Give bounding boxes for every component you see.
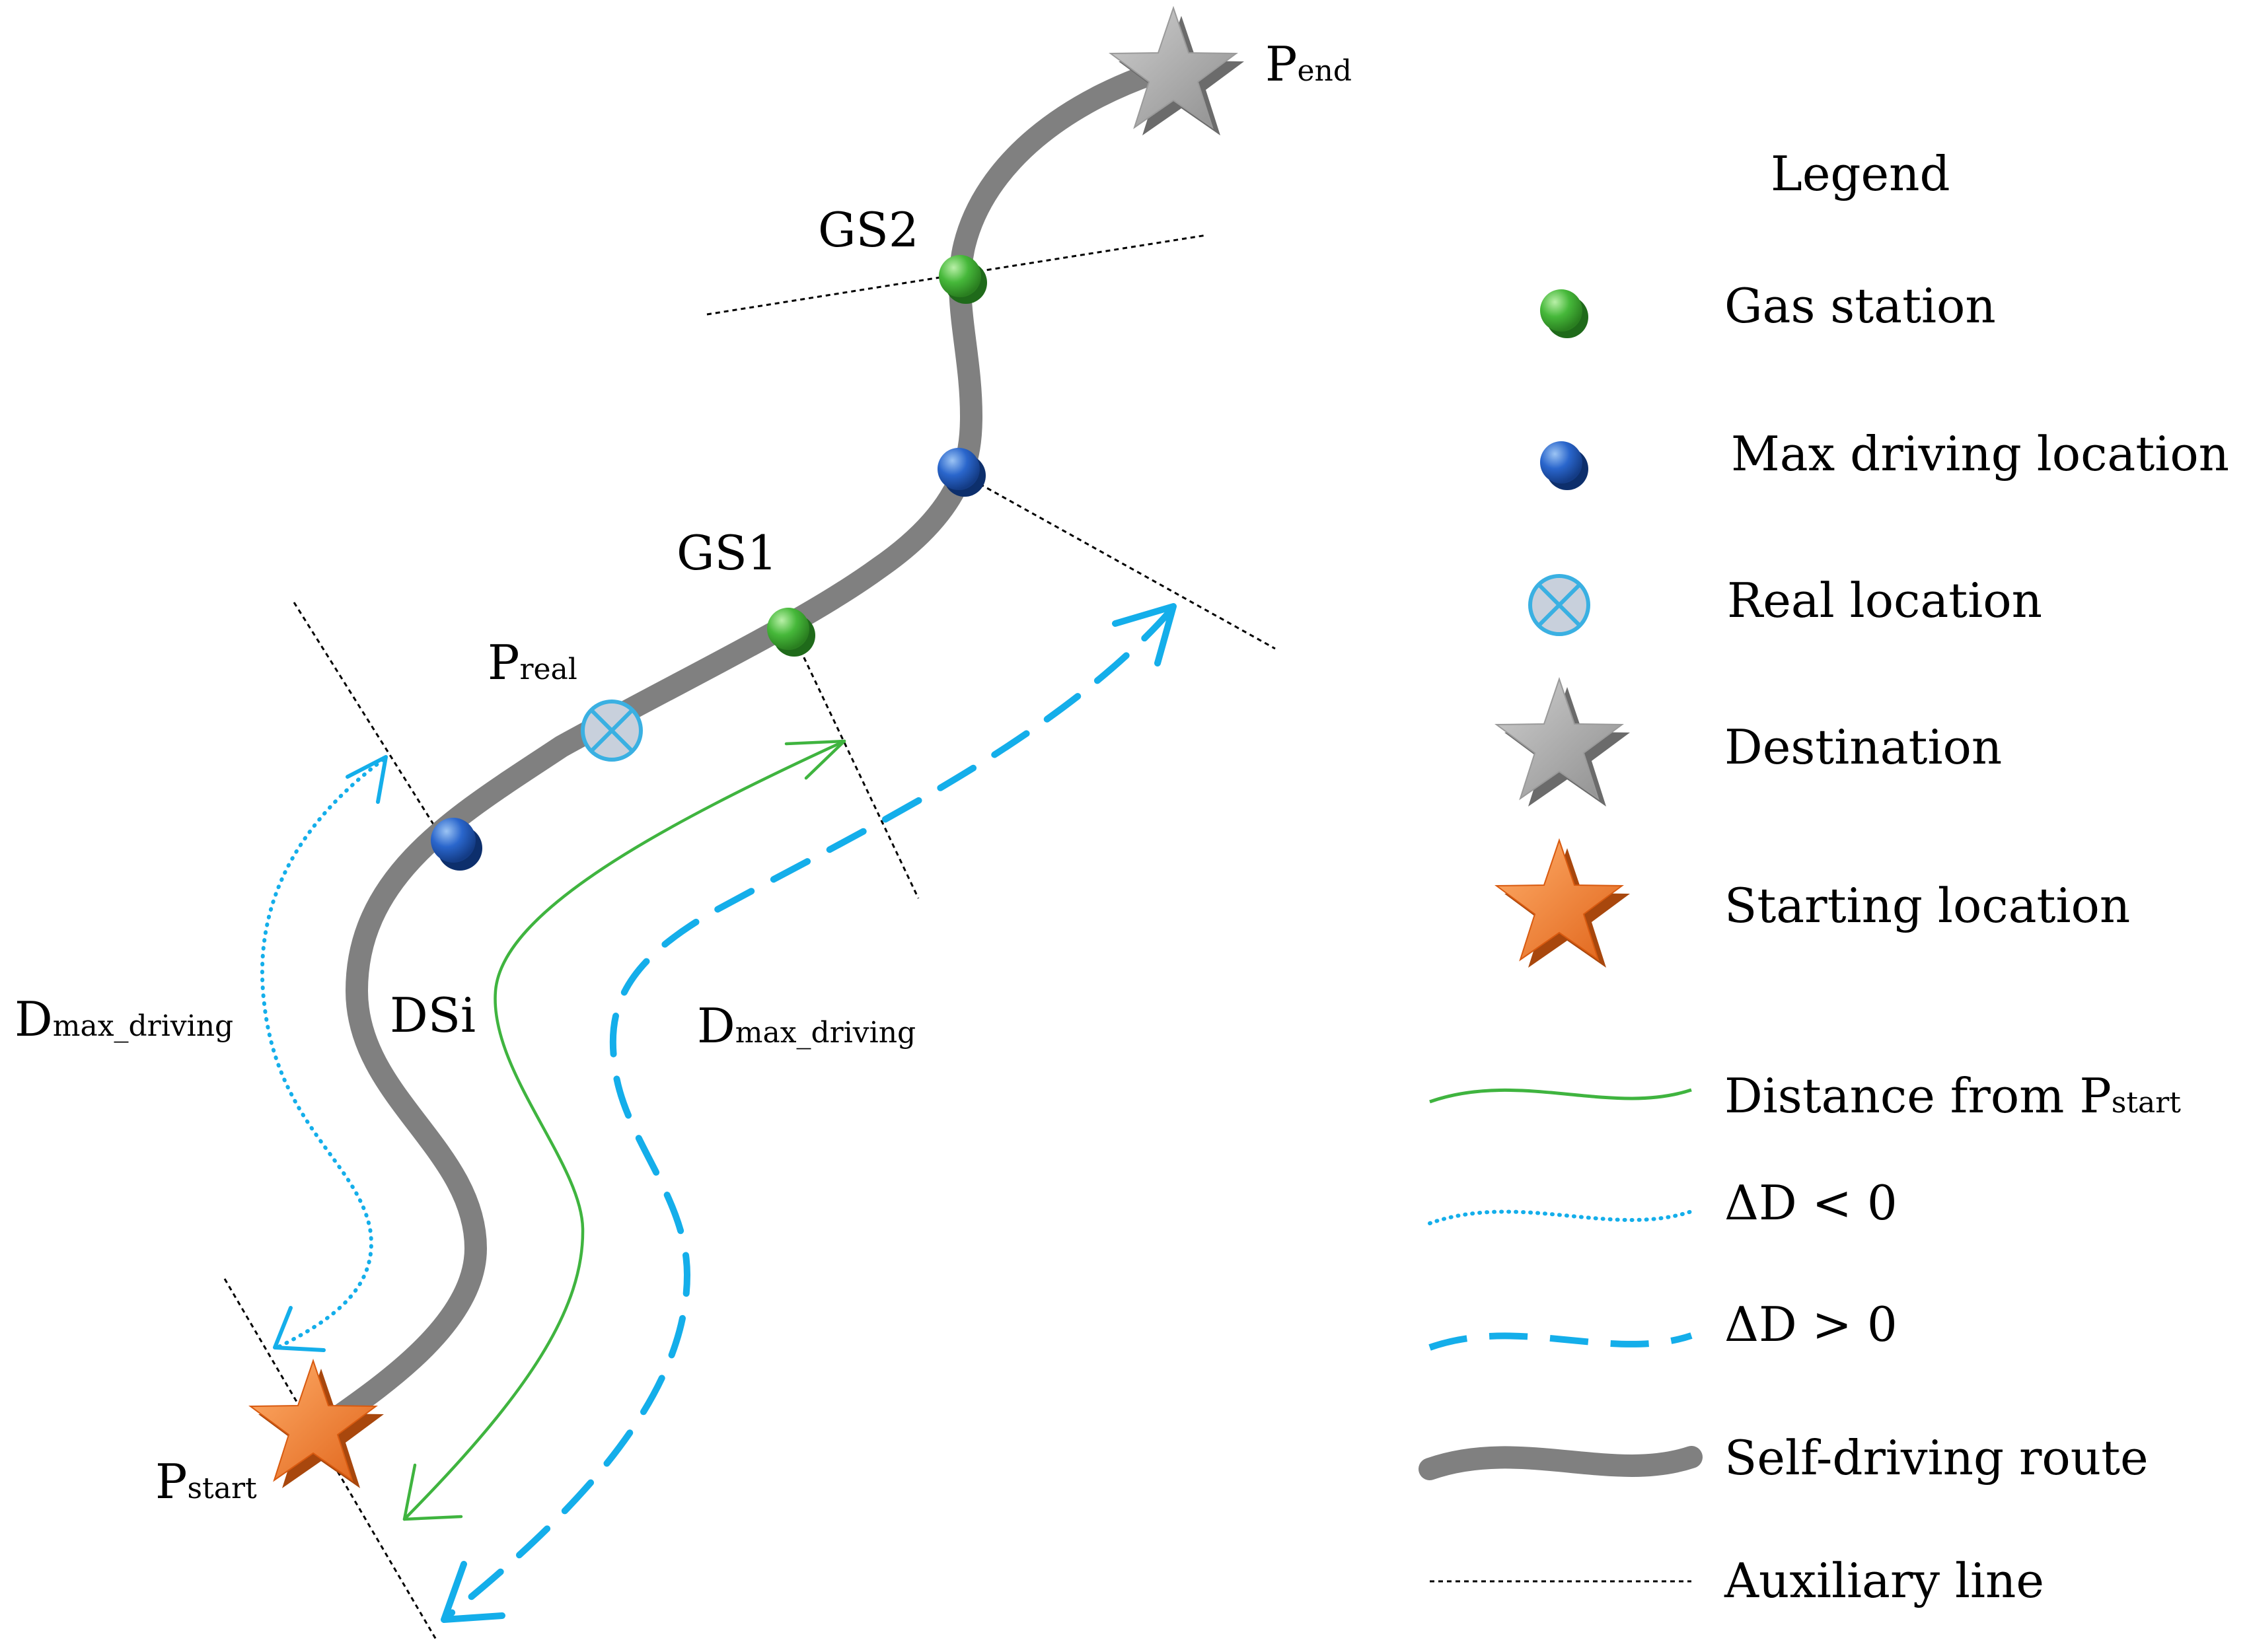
- destination-star: [1109, 5, 1244, 135]
- distance-from-start-arrow: [402, 739, 846, 1521]
- real-location-icon: [1528, 574, 1590, 636]
- label-d-max-right: Dmax_driving: [697, 998, 916, 1054]
- aux-line-max-driving-2: [964, 474, 1276, 650]
- legend-label-auxiliary: Auxiliary line: [1724, 1553, 2044, 1608]
- label-gs1: GS1: [677, 525, 778, 581]
- legend-label-max-driving: Max driving location: [1731, 426, 2229, 482]
- label-p-start: Pstart: [155, 1454, 257, 1509]
- legend-label-destination: Destination: [1724, 719, 2002, 775]
- label-dsi: DSi: [390, 988, 476, 1043]
- self-driving-route: [303, 55, 1187, 1445]
- aux-line-gs1: [792, 633, 920, 899]
- blue-dotted-line-icon: [1428, 1209, 1693, 1225]
- legend-label-start: Starting location: [1724, 878, 2130, 933]
- legend-label-route: Self-driving route: [1724, 1430, 2149, 1486]
- label-gs2: GS2: [818, 202, 919, 258]
- delta-negative-arrow: [260, 755, 388, 1352]
- legend-label-delta-positive: ΔD > 0: [1724, 1297, 1898, 1352]
- real-location-marker: [581, 700, 643, 762]
- destination-star-icon: [1494, 676, 1630, 807]
- green-solid-line-icon: [1429, 1088, 1692, 1104]
- gas-station-pin-gs2: [939, 255, 987, 304]
- gas-station-pin-gs1: [767, 608, 815, 657]
- legend-label-distance: Distance from Pstart: [1724, 1068, 2181, 1124]
- max-driving-pin-2: [938, 448, 986, 497]
- start-star: [248, 1358, 384, 1488]
- label-p-end: Pend: [1265, 36, 1352, 92]
- gray-thick-line-icon: [1419, 1446, 1703, 1480]
- max-driving-pin-1: [431, 818, 482, 871]
- aux-line-max-driving-1: [293, 602, 457, 861]
- delta-positive-arrow: [441, 603, 1177, 1623]
- gas-station-pin-icon: [1540, 289, 1588, 338]
- legend-label-real-location: Real location: [1727, 573, 2042, 628]
- legend-label-delta-negative: ΔD < 0: [1724, 1175, 1898, 1231]
- label-d-max-left: Dmax_driving: [15, 991, 233, 1047]
- legend: Legend Gas station Max driving location …: [1419, 146, 2229, 1608]
- max-driving-pin-icon: [1540, 441, 1588, 490]
- auxiliary-lines: [223, 234, 1276, 1640]
- label-p-real: Preal: [488, 635, 577, 690]
- legend-label-gas-station: Gas station: [1724, 278, 1996, 334]
- start-star-icon: [1494, 838, 1630, 968]
- blue-dashed-line-icon: [1428, 1332, 1693, 1351]
- legend-title: Legend: [1771, 146, 1950, 201]
